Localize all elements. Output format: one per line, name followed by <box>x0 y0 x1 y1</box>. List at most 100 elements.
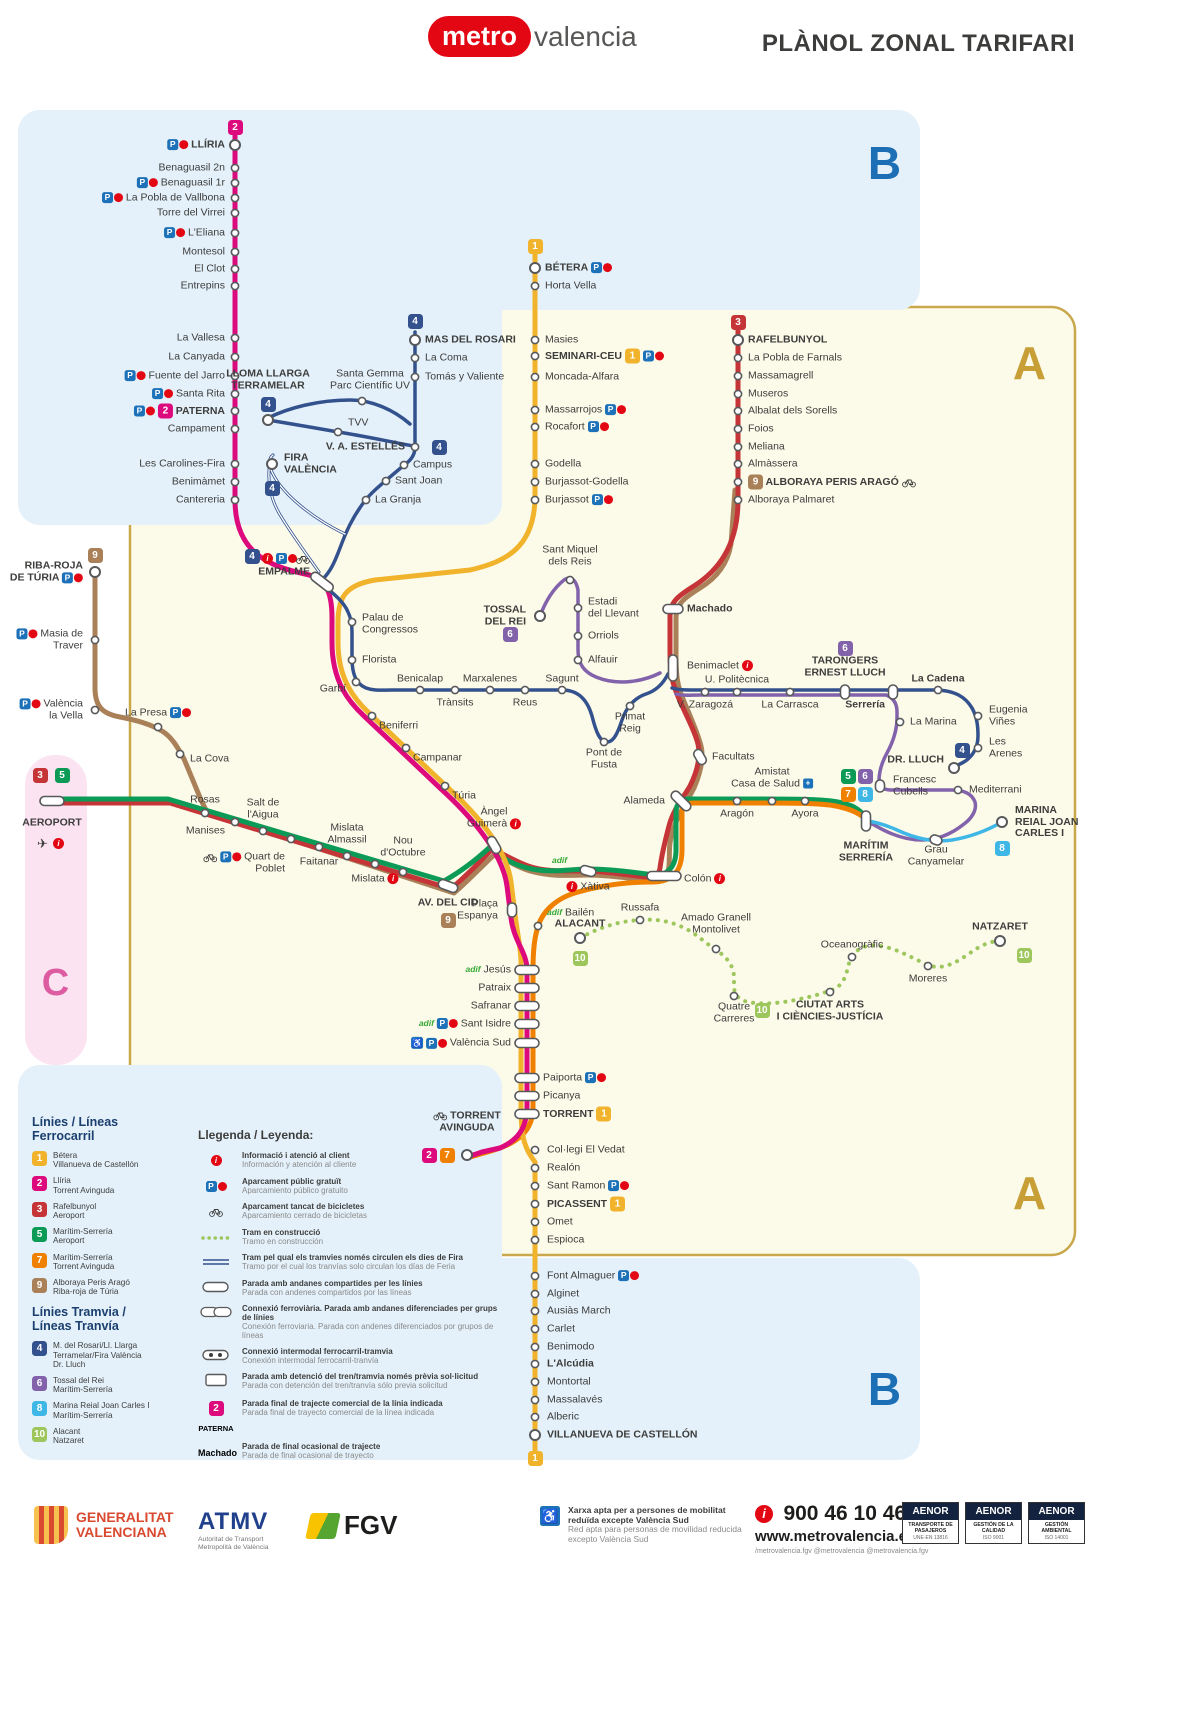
parking-dot-icon <box>597 1073 607 1083</box>
station-marker-francesc-cubells <box>874 779 886 793</box>
station-marker-la-coma <box>410 353 420 363</box>
line-5-badge: 5 <box>54 767 70 783</box>
station-marker-paiporta <box>514 1072 540 1084</box>
station-label-mas-del-rosari: MAS DEL ROSARI <box>425 333 516 346</box>
station-label-marxalenes: Marxalenes <box>462 672 518 685</box>
line-3-badge: 3 <box>32 1201 47 1217</box>
station-marker-pont-de-fusta <box>599 737 609 747</box>
station-label-rafelbunyol: RAFELBUNYOL <box>748 333 828 346</box>
parking-icon: P <box>425 1037 437 1049</box>
station-label-sant-ramon: Sant Ramon P <box>547 1180 630 1192</box>
social-handles: /metrovalencia.fgv @metrovalencia @metro… <box>755 1548 929 1555</box>
station-marker-val-ncia-sud <box>514 1037 540 1049</box>
station-label-bail-n: adif Bailén <box>547 906 595 919</box>
station-marker-les-arenes <box>973 743 983 753</box>
station-label-la-canyada: La Canyada <box>168 350 225 363</box>
station-marker-meliana <box>733 442 743 452</box>
floating-i-icon: i <box>262 550 273 568</box>
station-marker-picanya <box>514 1090 540 1102</box>
station-label-russafa: Russafa <box>620 901 660 914</box>
station-marker-foios <box>733 424 743 434</box>
legend-row-8: Parada amb detenció del tren/tramvia nom… <box>198 1372 503 1392</box>
station-label-la-pobla-de-farnals: La Pobla de Farnals <box>748 351 842 364</box>
legend-row-5: Parada amb andanes compartides per les l… <box>198 1279 503 1298</box>
station-marker-massamagrell <box>733 371 743 381</box>
station-label-b-tera: BÉTERA P <box>545 262 612 274</box>
parking-icon: P <box>102 192 114 204</box>
line-1-badge: 1 <box>596 1106 612 1122</box>
station-marker-faitanar <box>314 842 324 852</box>
info-icon: i <box>741 660 753 672</box>
station-marker-bail-n <box>533 921 543 931</box>
station-marker-fira-val-ncia <box>266 458 278 470</box>
station-marker-alginet <box>530 1289 540 1299</box>
parking-dot-icon <box>232 852 242 862</box>
line-3-badge: 3 <box>32 767 48 783</box>
line-5-badge: 5 <box>840 768 856 784</box>
page-title: PLÀNOL ZONAL TARIFARI <box>761 30 1075 57</box>
station-marker-moncada-alfara <box>530 372 540 382</box>
logo-valencia: valencia <box>534 20 637 52</box>
line-1-badge: 1 <box>624 348 640 364</box>
station-label-real-n: Realón <box>547 1161 581 1174</box>
station-marker-alameda <box>670 790 692 812</box>
station-label-cantereria: Cantereria <box>175 493 225 506</box>
station-marker-tvv <box>333 427 343 437</box>
legend-row-4: Tram pel qual els tramvies només circule… <box>198 1253 503 1272</box>
station-label-picassent: PICASSENT 1 <box>547 1196 626 1212</box>
station-label-alginet: Alginet <box>547 1287 580 1300</box>
parking-icon: P <box>167 139 179 151</box>
station-label-alfauir: Alfauir <box>588 653 618 666</box>
parking-icon: P <box>436 1018 448 1030</box>
station-label-massalav-s: Massalavés <box>547 1393 603 1406</box>
station-marker-dr-lluch <box>948 762 960 774</box>
parking-icon: P <box>133 405 145 417</box>
parking-icon: P <box>585 1072 597 1084</box>
station-marker-garb <box>351 677 361 687</box>
station-marker-tr-nsits <box>450 685 460 695</box>
station-label-l-eliana: P L'Eliana <box>164 227 225 239</box>
legend-title: Llegenda / Leyenda: <box>198 1128 314 1142</box>
website-link[interactable]: www.metrovalencia.es <box>755 1528 916 1545</box>
station-marker-masia-de-traver <box>90 635 100 645</box>
bike-icon <box>901 479 916 487</box>
phone-number[interactable]: 900 46 10 46 <box>783 1502 907 1525</box>
station-marker-la-granja <box>361 495 371 505</box>
station-marker-seminari-ceu <box>530 351 540 361</box>
station-marker-machado <box>662 603 684 615</box>
line-2-badge: 2 <box>227 119 243 135</box>
station-label-machado: Machado <box>687 602 733 615</box>
station-marker-riba-roja-de-t-ria <box>89 566 101 578</box>
station-marker-alacant <box>574 932 586 944</box>
station-marker-la-cova <box>175 749 185 759</box>
station-label-carlet: Carlet <box>547 1322 576 1335</box>
parking-icon: P <box>591 494 603 506</box>
fgv-mark-icon <box>305 1512 341 1539</box>
line-10-path-0 <box>578 917 1002 1006</box>
line-6-path-0 <box>538 576 662 684</box>
station-marker-burjassot <box>530 495 540 505</box>
station-marker-eugenia-vi-es <box>973 711 983 721</box>
zone-letter-c-2: C <box>41 962 71 1004</box>
station-marker-patraix <box>514 982 540 994</box>
parking-dot-icon <box>136 371 146 381</box>
info-icon: i <box>53 838 64 850</box>
station-marker-v-a-estell-s <box>410 442 420 452</box>
tram-lines-title: Línies Tramvia / Líneas Tranvía <box>32 1305 126 1333</box>
station-marker-sant-miquel-dels-reis <box>565 575 575 585</box>
fgv-logo: FGV <box>305 1510 397 1541</box>
parking-icon: P <box>16 628 28 640</box>
construction-line-icon <box>201 1235 231 1240</box>
station-marker-la-pobla-de-farnals <box>733 353 743 363</box>
station-marker-benimodo <box>530 1342 540 1352</box>
station-label-benaguasil-2n: Benaguasil 2n <box>158 161 225 174</box>
station-label-av-del-cid: AV. DEL CID <box>417 896 479 909</box>
station-marker-santa-gemma-parc-cient-fic-uv <box>357 396 367 406</box>
